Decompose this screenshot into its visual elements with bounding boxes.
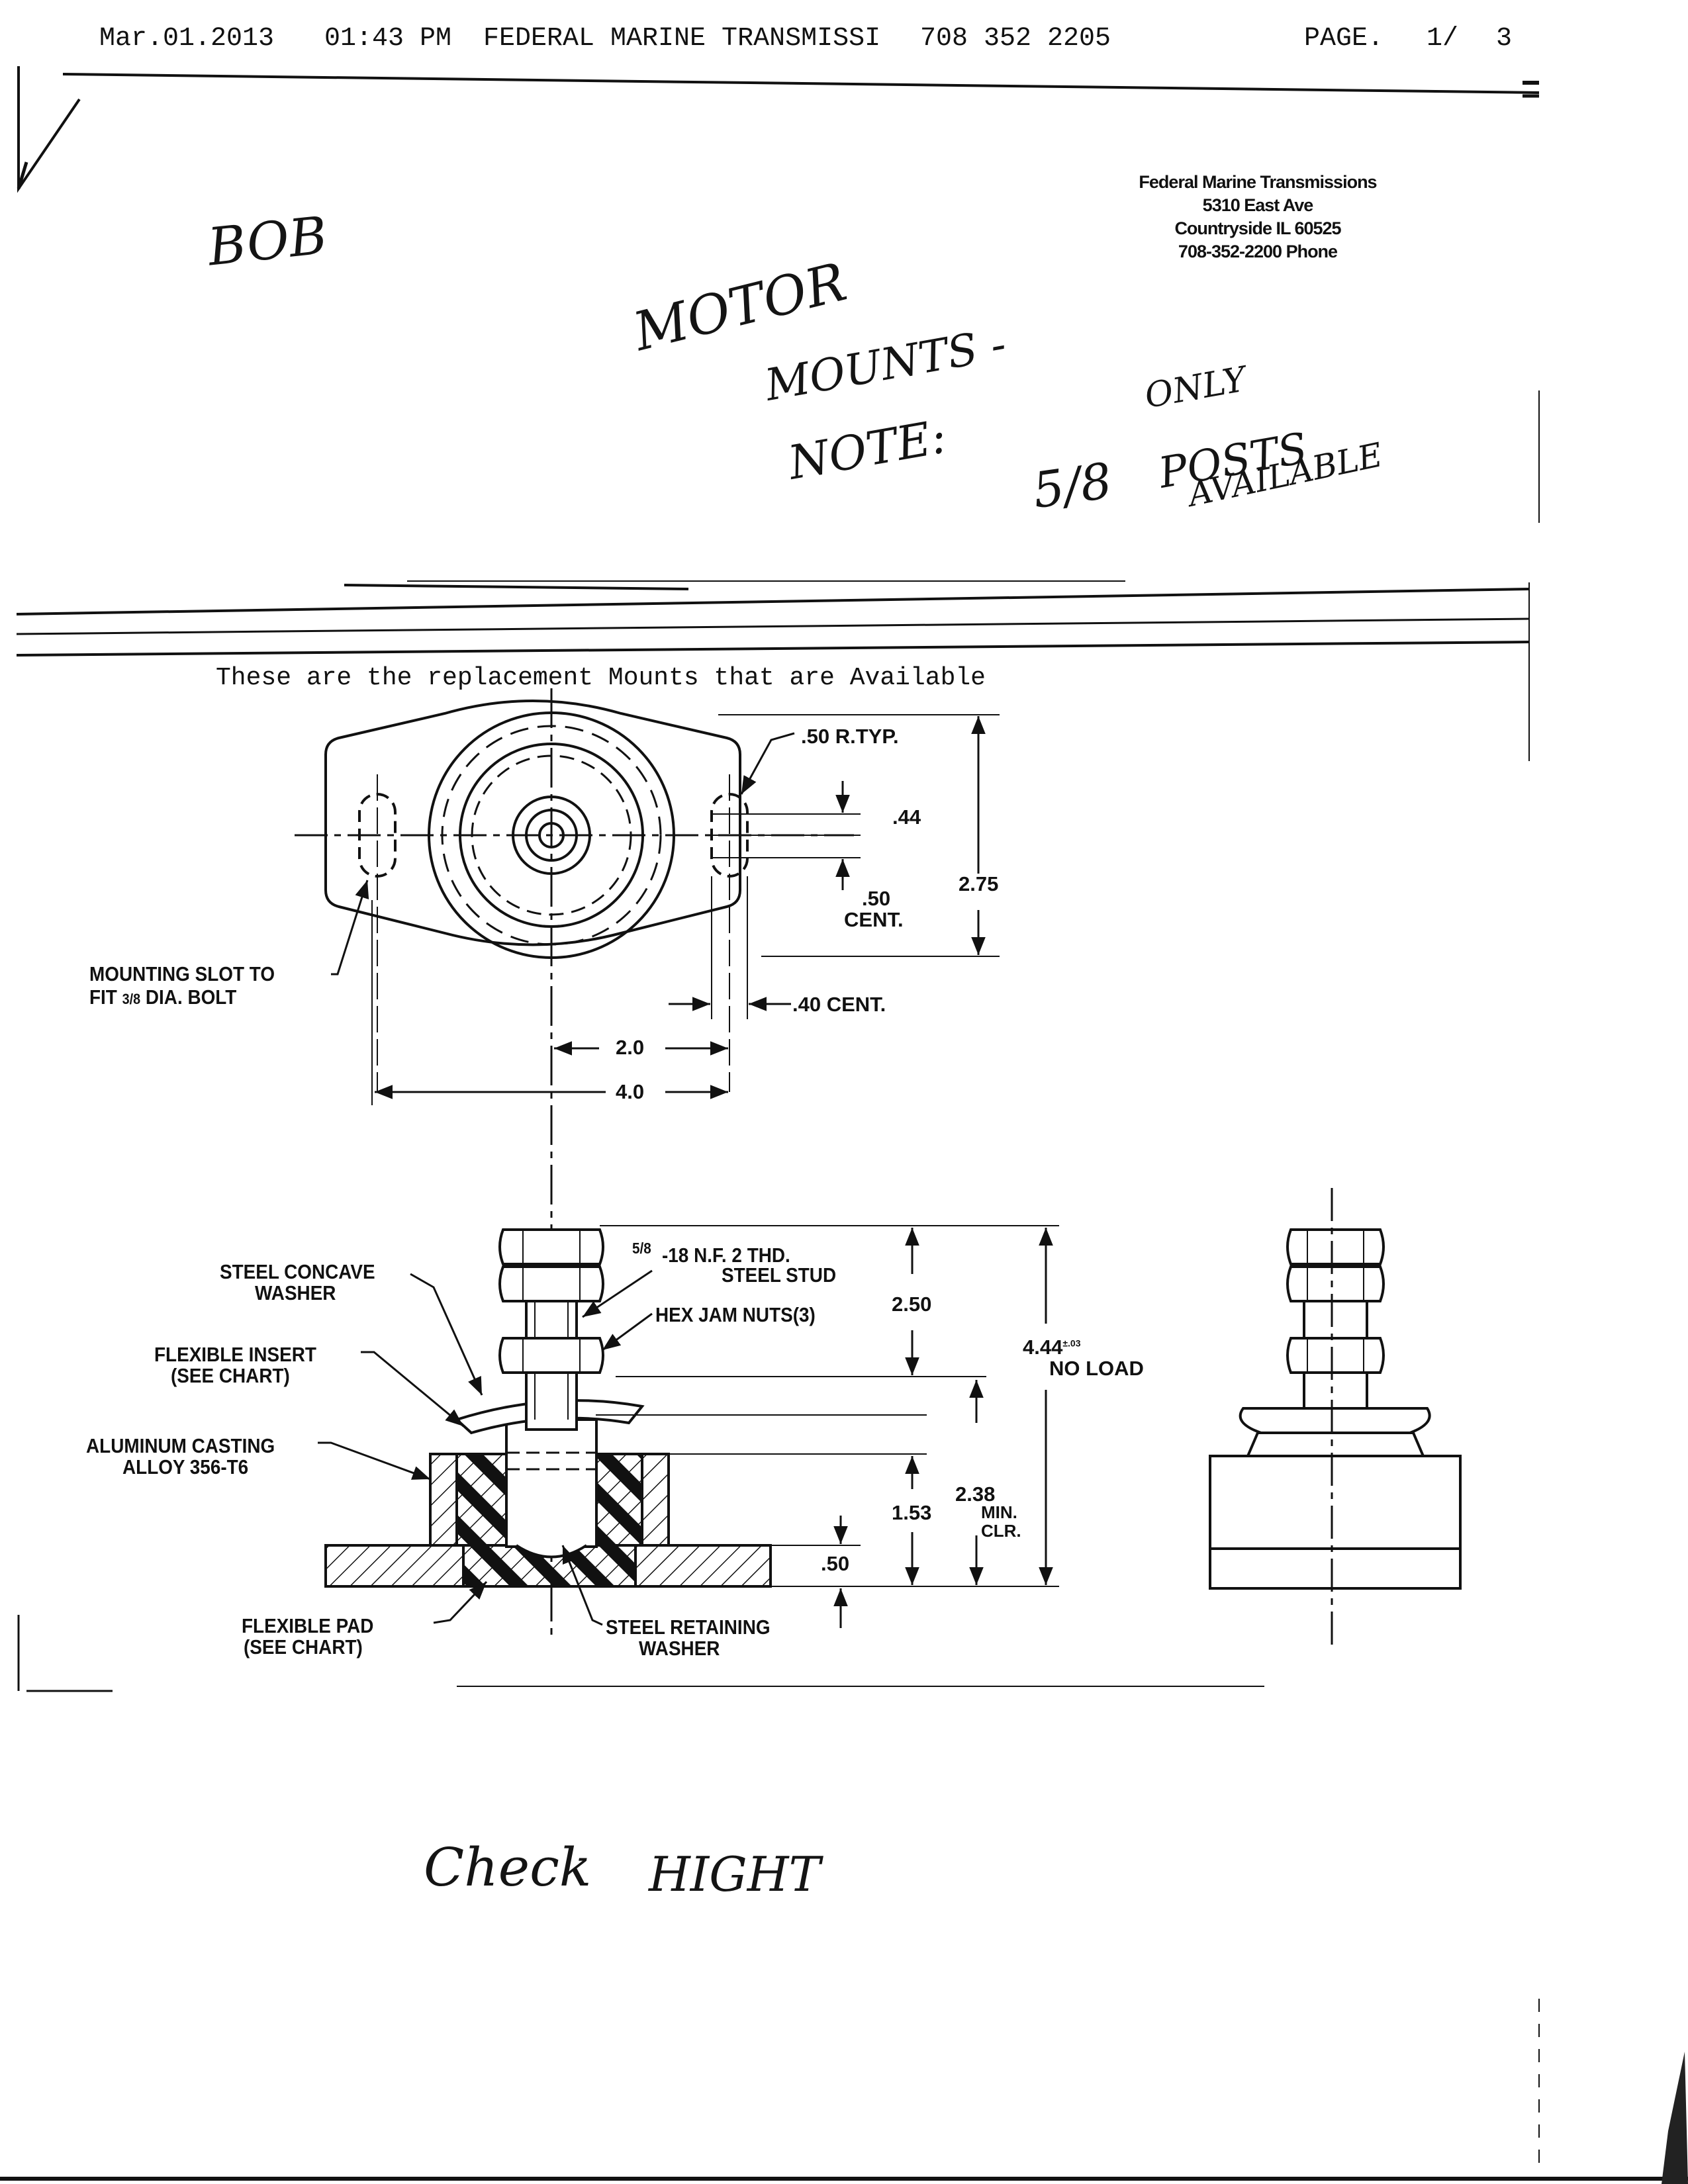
company-city: Countryside IL 60525 — [1174, 218, 1341, 238]
dim-clearance-clr: CLR. — [981, 1521, 1021, 1541]
pad-label-line1: FLEXIBLE PAD — [242, 1614, 374, 1637]
dim-height: 2.75 — [959, 872, 999, 895]
stud-spec-line1: -18 N.F. 2 THD. — [662, 1244, 790, 1267]
replacement-note: These are the replacement Mounts that ar… — [216, 664, 986, 692]
dim-base-thickness: .50 — [821, 1552, 850, 1575]
elevation-view — [1209, 1188, 1462, 1651]
mounting-slot-label-line1: MOUNTING SLOT TO — [89, 962, 275, 985]
dim-overall-tolerance: ±.03 — [1062, 1338, 1081, 1349]
fax-page-total: 3 — [1496, 24, 1513, 54]
fax-page-label: PAGE. — [1304, 24, 1384, 54]
page-rules — [0, 66, 1688, 2184]
dim-clearance: 2.38 — [955, 1482, 996, 1506]
dim-radius-typ: .50 R.TYP. — [801, 725, 899, 748]
washer-label-line2: WASHER — [255, 1281, 336, 1304]
stud-spec-line2: STEEL STUD — [722, 1263, 837, 1287]
fax-date: Mar.01.2013 — [99, 24, 275, 54]
insert-label-line2: (SEE CHART) — [171, 1364, 290, 1387]
hex-nuts-label: HEX JAM NUTS(3) — [655, 1303, 816, 1326]
company-name: Federal Marine Transmissions — [1139, 172, 1377, 192]
fax-time: 01:43 PM — [324, 24, 452, 54]
handwritten-check: Check — [424, 1837, 592, 1898]
company-street: 5310 East Ave — [1202, 195, 1314, 215]
dim-base-to-washer: 1.53 — [892, 1501, 932, 1524]
dim-slot-center: .50 — [862, 887, 891, 910]
company-phone: 708-352-2200 Phone — [1178, 242, 1338, 261]
insert-label-line1: FLEXIBLE INSERT — [154, 1343, 316, 1366]
dim-stud-height: 2.50 — [892, 1293, 932, 1316]
fax-phone: 708 352 2205 — [920, 24, 1111, 54]
dim-no-load: NO LOAD — [1049, 1357, 1144, 1380]
casting-label-line1: ALUMINUM CASTING — [86, 1434, 275, 1457]
fax-page-number: 1/ — [1427, 24, 1459, 54]
dim-full-span: 4.0 — [616, 1080, 645, 1103]
dim-clearance-min: MIN. — [981, 1502, 1017, 1522]
dim-slot-width: .40 CENT. — [792, 993, 886, 1016]
mounting-slot-label-line2: FIT 3/8 DIA. BOLT — [89, 985, 237, 1009]
stud-fraction: 5/8 — [632, 1240, 651, 1257]
dim-slot-offset: .44 — [892, 805, 921, 829]
retaining-label-line1: STEEL RETAINING — [606, 1615, 771, 1639]
handwritten-hight: HIGHT — [649, 1846, 821, 1902]
fax-header: Mar.01.2013 01:43 PM FEDERAL MARINE TRAN… — [99, 24, 1523, 64]
washer-label-line1: STEEL CONCAVE — [220, 1260, 375, 1283]
fax-sender: FEDERAL MARINE TRANSMISSI — [483, 24, 881, 54]
dim-overall-height: 4.44±.03 — [1023, 1336, 1081, 1359]
pad-label-line2: (SEE CHART) — [244, 1635, 363, 1659]
top-view — [295, 688, 1000, 1638]
side-section-view — [318, 1225, 1059, 1628]
retaining-label-line2: WASHER — [639, 1637, 720, 1660]
bolt-fraction: 3/8 — [122, 991, 141, 1007]
casting-label-line2: ALLOY 356-T6 — [122, 1455, 249, 1479]
dim-slot-center-suffix: CENT. — [844, 908, 904, 931]
company-address-block: Federal Marine Transmissions 5310 East A… — [1072, 171, 1443, 263]
dim-half-span: 2.0 — [616, 1036, 645, 1059]
